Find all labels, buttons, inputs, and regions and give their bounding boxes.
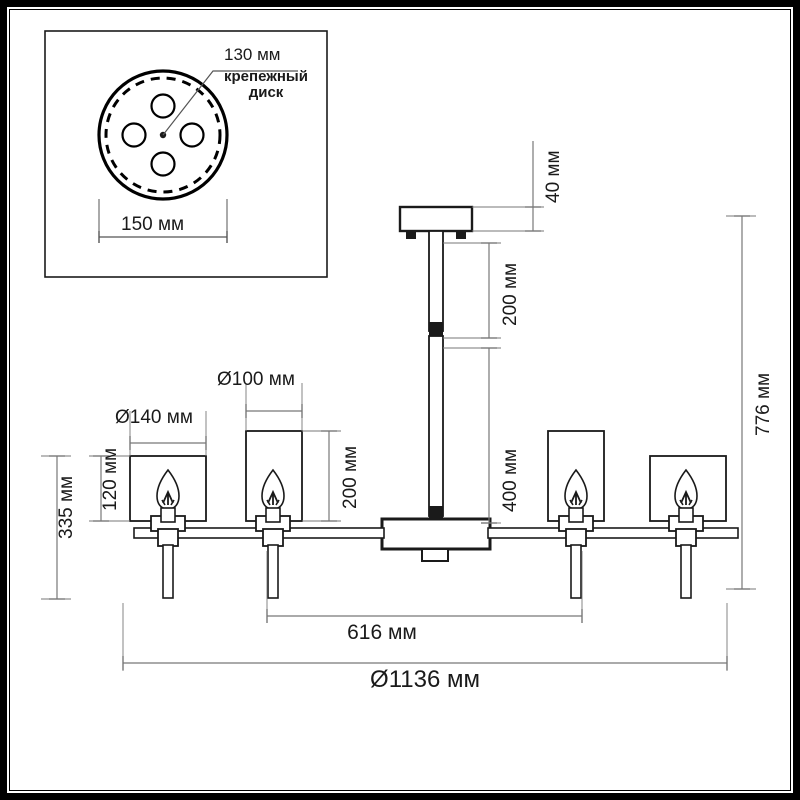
suspension-rod-lower [428,335,444,520]
screw-hole-top [150,93,176,119]
inner-frame-rule [9,9,791,791]
dim-line-140 [129,411,207,456]
mounting-disc-graphic [97,69,229,201]
dim-disc-150 [98,199,228,243]
dim-label-120: 120 мм [100,447,121,511]
central-hub [380,517,492,562]
screw-hole-right [179,122,205,148]
dim-label-disc-150: 150 мм [121,214,185,235]
bulb-1 [156,468,180,523]
dim-label-shade-200: 200 мм [340,445,361,509]
dim-label-100: Ø100 мм [217,369,295,390]
callout-line-1: крепежный [224,68,308,85]
dim-line-100 [245,383,303,431]
dim-line-776 [726,215,756,590]
lamp-arm-1 [129,455,207,599]
dim-line-rod-400 [443,347,501,524]
dim-label-40: 40 мм [543,150,564,203]
dim-line-1136 [122,603,728,671]
lamp-arm-4 [649,455,727,599]
dim-label-616: 616 мм [347,621,417,644]
dim-line-40 [472,141,544,232]
suspension-rod-upper [428,230,444,336]
bulb-4 [674,468,698,523]
screw-hole-left [121,122,147,148]
lamp-arm-3 [547,430,605,599]
dim-label-140: Ø140 мм [115,407,193,428]
callout-label-mounting-disc: крепежный диск [211,69,321,101]
detail-view-box [44,30,328,278]
callout-line-2: диск [248,83,284,101]
dim-line-335 [41,455,71,600]
dim-label-disc-130: 130 мм [224,45,281,64]
dim-line-shade-200 [302,430,341,522]
dim-label-1136: Ø1136 мм [370,666,480,693]
dim-line-616 [266,551,583,623]
drawing-canvas: 130 мм крепежный диск 150 мм 40 мм 200 м… [11,11,789,789]
bulb-2 [261,468,285,523]
dim-line-120 [89,455,130,522]
dim-label-335: 335 мм [56,475,77,539]
bulb-3 [564,468,588,523]
horizontal-arm-right [487,527,739,539]
dim-label-rod-400: 400 мм [500,448,521,512]
detail-callout-leader [162,70,298,136]
drawing-vector-layer [41,30,756,671]
dim-line-rod-200 [443,242,501,339]
dim-label-rod-200: 200 мм [500,262,521,326]
lamp-arm-2 [245,430,303,599]
dim-label-776: 776 мм [753,372,774,436]
screw-hole-bottom [150,151,176,177]
